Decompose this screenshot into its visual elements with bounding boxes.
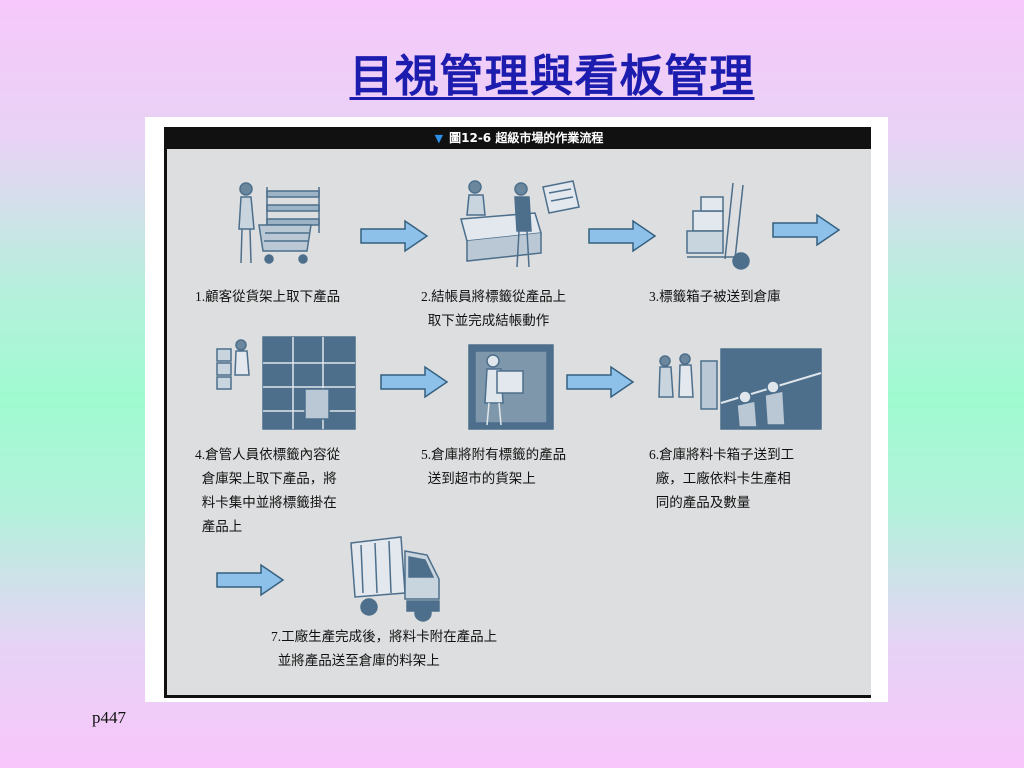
- arrow-right-icon: [360, 219, 429, 253]
- step-2-caption: 2.結帳員將標籤從產品上 取下並完成結帳動作: [421, 289, 567, 328]
- arrow-right-icon: [772, 213, 841, 247]
- step-5-caption: 5.倉庫將附有標籤的產品 送到超市的貨架上: [421, 447, 567, 486]
- step-3-caption: 3.標籤箱子被送到倉庫: [649, 289, 781, 304]
- step-6-caption: 6.倉庫將料卡箱子送到工 廠，工廠依料卡生產相 同的產品及數量: [649, 447, 795, 510]
- shopper-cart-illustration: [238, 182, 320, 264]
- hand-truck-illustration: [686, 182, 750, 270]
- step-1-caption: 1.顧客從貨架上取下產品: [195, 289, 341, 304]
- page-reference: p447: [92, 708, 126, 727]
- arrow-right-icon: [566, 365, 635, 399]
- slide-title: 目視管理與看板管理: [349, 51, 755, 102]
- step-4-caption: 4.倉管人員依標籤內容從 倉庫架上取下產品，將 料卡集中並將標籤掛在 產品上: [195, 447, 341, 534]
- cashier-counter-illustration: [460, 180, 580, 268]
- arrow-right-icon: [380, 365, 449, 399]
- delivery-truck-illustration: [350, 536, 440, 622]
- worker-box-illustration: [468, 344, 554, 430]
- figure-header: ▼ 圖12-6 超級市場的作業流程: [167, 127, 871, 149]
- warehouse-rack-illustration: [216, 336, 356, 430]
- step-7-caption: 7.工廠生產完成後，將料卡附在產品上 並將產品送至倉庫的料架上: [271, 629, 498, 668]
- factory-workers-illustration: [658, 348, 822, 430]
- figure-panel: ▼ 圖12-6 超級市場的作業流程: [164, 127, 871, 698]
- triangle-marker-icon: ▼: [434, 132, 444, 145]
- arrow-right-icon: [216, 563, 285, 597]
- figure-title: 圖12-6 超級市場的作業流程: [449, 131, 604, 145]
- figure-frame: ▼ 圖12-6 超級市場的作業流程: [145, 117, 888, 702]
- arrow-right-icon: [588, 219, 657, 253]
